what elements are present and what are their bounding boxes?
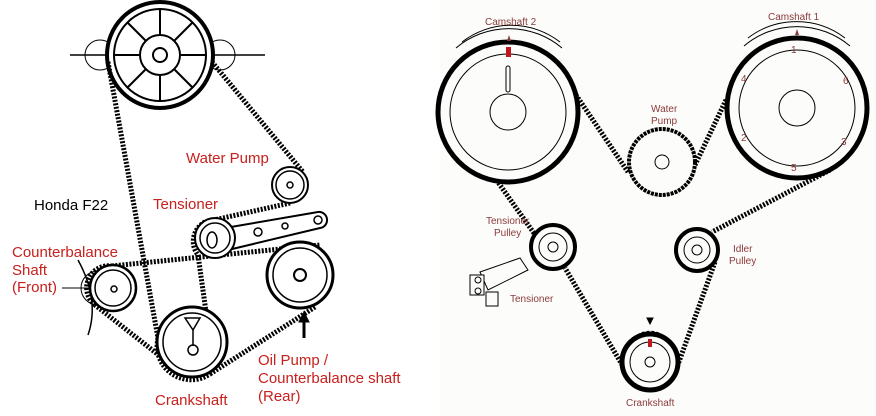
- counterbalance-front-label-3: (Front): [12, 279, 57, 296]
- cam-mark-5: 5: [791, 163, 797, 174]
- crankshaft-pulley-right: [619, 317, 681, 393]
- cam-mark-3: 3: [841, 137, 847, 148]
- counterbalance-front-pulley: [62, 259, 138, 336]
- cam-mark-6: 6: [843, 76, 849, 87]
- camshaft-1-label: Camshaft 1: [768, 12, 820, 23]
- diagram-title: Honda F22: [34, 197, 109, 214]
- cam-mark-4: 4: [741, 74, 747, 85]
- oil-pump-label-2: Counterbalance shaft: [258, 370, 401, 387]
- camshaft-1-pulley: [724, 21, 870, 181]
- crankshaft-label: Crankshaft: [155, 392, 228, 409]
- tensioner-assembly: [194, 210, 329, 259]
- cam-mark-1: 1: [791, 45, 797, 56]
- water-pump-pulley-right: [627, 127, 697, 197]
- camshaft-pulley: [105, 0, 215, 110]
- idler-pulley: [674, 227, 720, 273]
- camshaft-2-pulley: [435, 24, 581, 185]
- cam-mark-2: 2: [741, 133, 747, 144]
- water-pump-label-1: Water: [651, 104, 678, 115]
- idler-pulley-label-1: Idler: [733, 244, 753, 255]
- tensioner-label: Tensioner: [153, 196, 219, 213]
- crankshaft-pulley-left: [155, 305, 229, 379]
- counterbalance-front-label-2: Shaft: [12, 262, 48, 279]
- oil-pump-pulley: [265, 240, 335, 310]
- right-diagram: [435, 21, 870, 393]
- water-pump-label: Water Pump: [186, 150, 269, 167]
- water-pump-label-2: Pump: [651, 116, 678, 127]
- oil-pump-label-3: (Rear): [258, 388, 301, 405]
- counterbalance-front-label-1: Counterbalance: [12, 244, 118, 261]
- water-pump-pulley: [271, 166, 309, 204]
- tensioner-unit: [469, 257, 529, 307]
- right-timing-belt: [492, 93, 832, 371]
- oil-pump-label-1: Oil Pump /: [258, 352, 329, 369]
- idler-pulley-label-2: Pulley: [729, 256, 757, 267]
- left-diagram: [62, 0, 335, 383]
- tensioner-label-right: Tensioner: [510, 294, 554, 305]
- oil-pump-arrow: [298, 310, 310, 338]
- camshaft-2-label: Camshaft 2: [485, 17, 537, 28]
- crankshaft-label-right: Crankshaft: [626, 398, 675, 409]
- tensioner-pulley-label-1: Tensioner: [486, 216, 530, 227]
- tensioner-pulley-label-2: Pulley: [494, 228, 522, 239]
- tensioner-pulley-right: [529, 223, 577, 271]
